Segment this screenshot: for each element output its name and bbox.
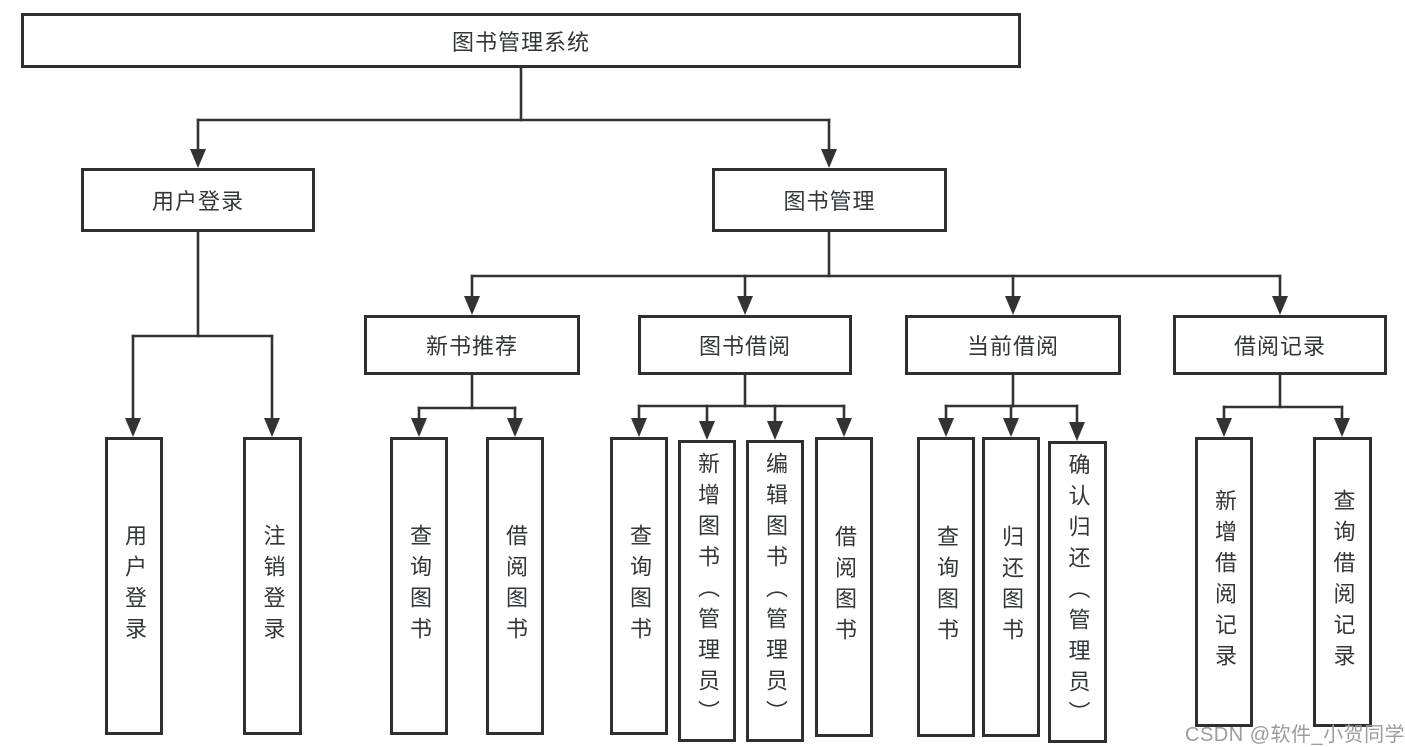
leaf-query-books-borrow: 查询图书 bbox=[610, 437, 668, 735]
arrowhead-icon bbox=[264, 418, 280, 437]
arrowhead-icon bbox=[411, 418, 427, 437]
arrowhead-icon bbox=[767, 421, 783, 440]
node-user-login: 用户登录 bbox=[81, 168, 315, 232]
arrowhead-icon bbox=[737, 296, 753, 315]
node-borrow-records: 借阅记录 bbox=[1173, 315, 1387, 375]
arrowhead-icon bbox=[1334, 418, 1350, 437]
arrowheads bbox=[125, 149, 1350, 441]
arrowhead-icon bbox=[1005, 296, 1021, 315]
leaf-return-books: 归还图书 bbox=[982, 437, 1040, 737]
leaf-add-books-admin: 新增图书（管理员） bbox=[678, 440, 736, 742]
arrowhead-icon bbox=[699, 421, 715, 440]
arrowhead-icon bbox=[631, 418, 647, 437]
arrowhead-icon bbox=[821, 149, 837, 168]
arrowhead-icon bbox=[1216, 418, 1232, 437]
arrowhead-icon bbox=[938, 418, 954, 437]
arrowhead-icon bbox=[1003, 418, 1019, 437]
csdn-watermark: CSDN @软件_小贺同学 bbox=[1185, 724, 1405, 746]
node-book-borrow: 图书借阅 bbox=[638, 315, 852, 375]
node-book-management: 图书管理 bbox=[712, 168, 947, 232]
leaf-query-borrow-record: 查询借阅记录 bbox=[1313, 437, 1372, 727]
arrowhead-icon bbox=[836, 418, 852, 437]
arrowhead-icon bbox=[1272, 296, 1288, 315]
arrowhead-icon bbox=[190, 149, 206, 168]
node-current-borrow: 当前借阅 bbox=[905, 315, 1121, 375]
leaf-logout: 注销登录 bbox=[243, 437, 302, 735]
leaf-query-books-recommend: 查询图书 bbox=[390, 437, 448, 735]
arrowhead-icon bbox=[507, 418, 523, 437]
leaf-borrow-books-recommend: 借阅图书 bbox=[486, 437, 544, 735]
leaf-add-borrow-record: 新增借阅记录 bbox=[1195, 437, 1253, 727]
leaf-query-books-current: 查询图书 bbox=[917, 437, 975, 737]
arrowhead-icon bbox=[464, 296, 480, 315]
arrowhead-icon bbox=[1069, 422, 1085, 441]
arrowhead-icon bbox=[125, 418, 141, 437]
node-root-library-system: 图书管理系统 bbox=[21, 13, 1021, 68]
leaf-confirm-return-admin: 确认归还（管理员） bbox=[1048, 441, 1107, 743]
leaf-borrow-books: 借阅图书 bbox=[815, 437, 873, 737]
node-new-book-recommend: 新书推荐 bbox=[364, 315, 580, 375]
leaf-user-login: 用户登录 bbox=[105, 437, 163, 735]
leaf-edit-books-admin: 编辑图书（管理员） bbox=[746, 440, 804, 742]
